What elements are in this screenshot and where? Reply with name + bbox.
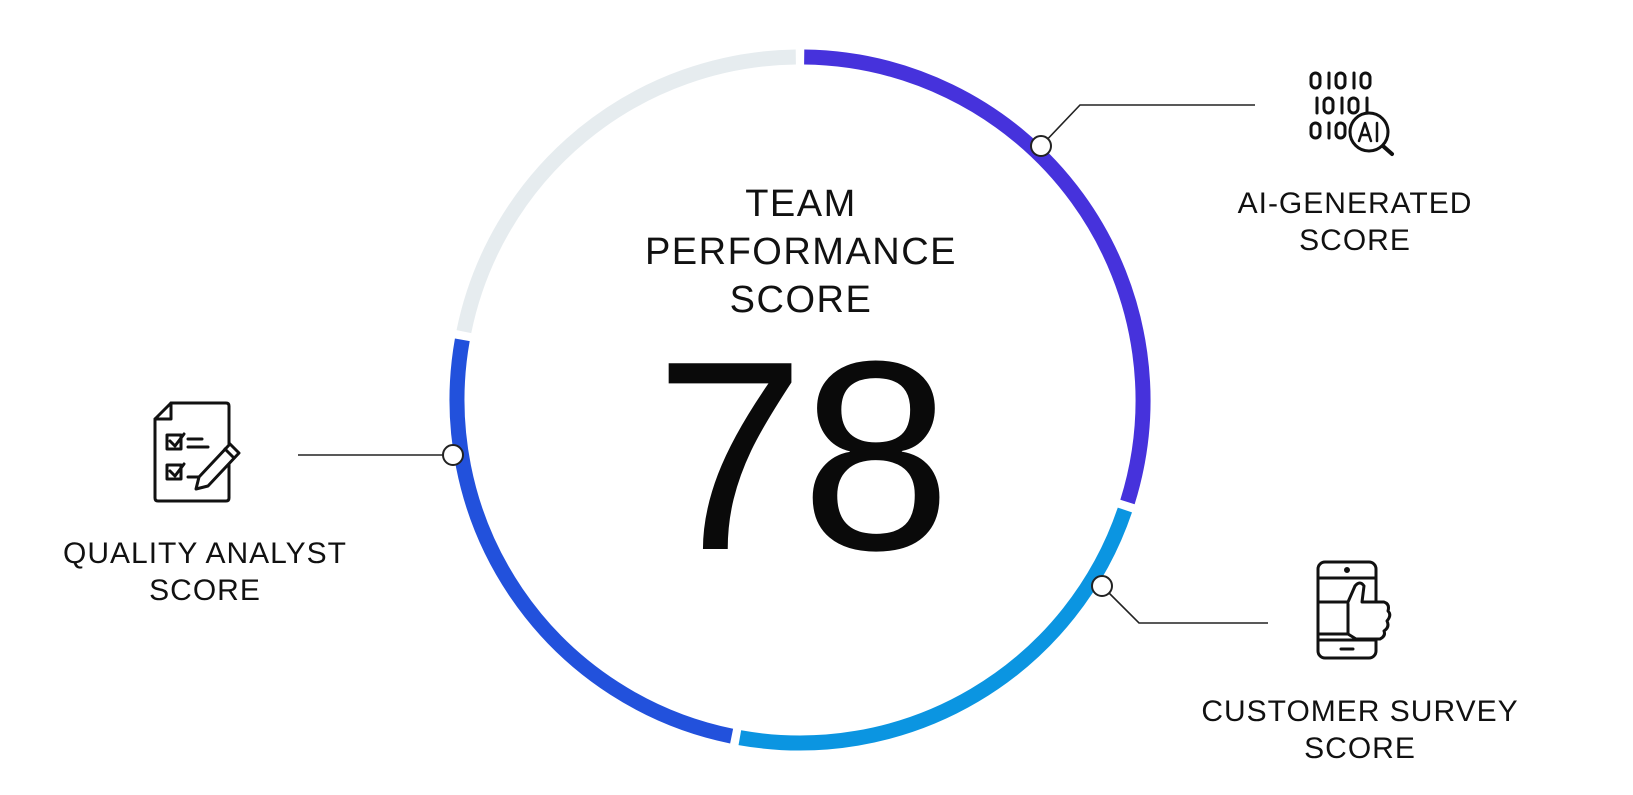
quality-analyst-label-line-2: SCORE bbox=[149, 574, 261, 607]
title-line-3: SCORE bbox=[729, 279, 873, 321]
customer-survey-label-line-2: SCORE bbox=[1304, 732, 1416, 765]
checklist-pencil-icon bbox=[153, 401, 241, 503]
ring-segment-remainder bbox=[456, 49, 796, 334]
ai-generated-score-label: AI-GENERATED SCORE bbox=[1200, 185, 1510, 259]
ring-segment-customer-survey bbox=[738, 507, 1132, 751]
quality-analyst-label-line-1: QUALITY ANALYST bbox=[63, 537, 347, 570]
title-line-2: PERFORMANCE bbox=[644, 231, 958, 273]
ai-connector-line bbox=[1040, 104, 1255, 147]
ai-label-line-2: SCORE bbox=[1299, 224, 1411, 257]
title-line-1: TEAM bbox=[745, 183, 857, 225]
customer-survey-label-line-1: CUSTOMER SURVEY bbox=[1201, 695, 1519, 728]
customer-survey-score-label: CUSTOMER SURVEY SCORE bbox=[1165, 693, 1555, 767]
score-ring bbox=[449, 49, 1151, 751]
quality-analyst-score-label: QUALITY ANALYST SCORE bbox=[40, 535, 370, 609]
customer-survey-connector-marker bbox=[1091, 575, 1113, 597]
quality-analyst-connector-marker bbox=[442, 444, 464, 466]
ring-segment-ai-generated bbox=[804, 49, 1151, 505]
phone-thumbs-up-icon bbox=[1316, 560, 1392, 660]
team-performance-score-value: 78 bbox=[654, 306, 951, 607]
binary-row-2 bbox=[1315, 96, 1369, 115]
binary-ai-magnifier-icon bbox=[1309, 71, 1394, 156]
team-performance-title: TEAM PERFORMANCE SCORE bbox=[566, 180, 1036, 324]
binary-row-3 bbox=[1309, 121, 1347, 140]
ring-segment-quality-analyst bbox=[449, 338, 734, 744]
ai-connector-marker bbox=[1030, 135, 1052, 157]
ai-label-line-1: AI-GENERATED bbox=[1237, 187, 1473, 220]
binary-row-1 bbox=[1309, 71, 1372, 90]
customer-survey-connector-line bbox=[1101, 585, 1268, 624]
